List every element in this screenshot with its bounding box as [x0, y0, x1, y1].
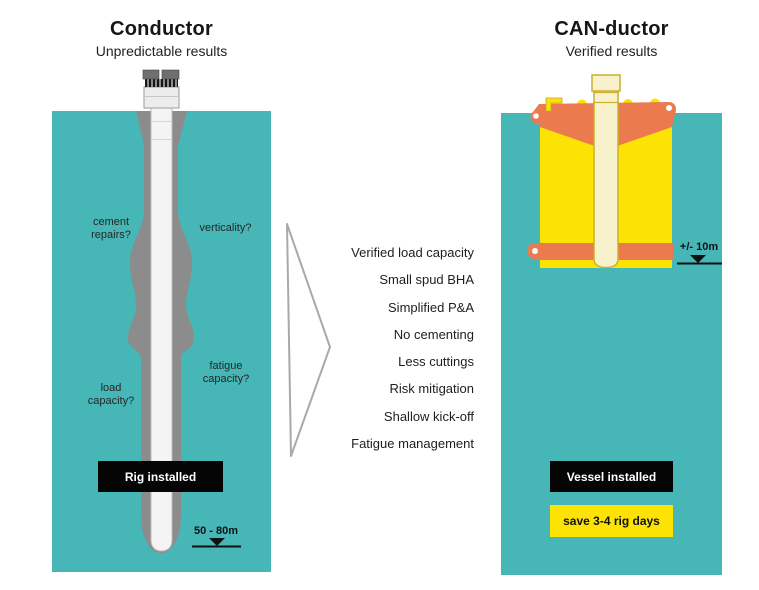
benefit-item: Fatigue management — [351, 436, 474, 452]
label-load-capacity: load capacity? — [87, 382, 135, 407]
conductor-pipe — [150, 87, 173, 552]
benefits-list: Verified load capacity Small spud BHA Si… — [274, 239, 474, 457]
label-cement-repairs: cement repairs? — [91, 216, 131, 241]
depth-marker-right — [677, 255, 722, 265]
benefit-item: Risk mitigation — [389, 381, 474, 397]
benefits-chevron — [286, 223, 331, 457]
conductor-subtitle: Unpredictable results — [95, 43, 228, 59]
benefit-item: Verified load capacity — [351, 245, 474, 260]
canductor-title: CAN-ductor — [554, 18, 669, 40]
benefit-item: Simplified P&A — [388, 299, 474, 315]
depth-label-left: 50 - 80m — [193, 525, 239, 537]
vessel-installed-badge: Vessel installed — [550, 461, 673, 492]
canductor-header: CAN-ductor Verified results — [501, 18, 722, 59]
label-fatigue-capacity: fatigue capacity? — [202, 360, 250, 385]
benefit-item: No cementing — [393, 326, 474, 342]
conductor-title: Conductor — [110, 18, 213, 40]
rig-installed-badge: Rig installed — [98, 461, 223, 492]
wellhead — [142, 69, 180, 109]
label-verticality: verticality? — [199, 222, 252, 234]
benefit-item: Shallow kick-off — [383, 408, 474, 424]
benefit-item: Small spud BHA — [379, 272, 474, 288]
can-structure — [527, 74, 676, 269]
depth-label-right: +/- 10m — [679, 241, 719, 253]
depth-marker-left — [192, 538, 241, 548]
benefit-item: Less cuttings — [398, 354, 474, 370]
save-rig-days-badge: save 3-4 rig days — [550, 505, 673, 537]
conductor-header: Conductor Unpredictable results — [52, 18, 271, 59]
canductor-subtitle: Verified results — [565, 43, 658, 59]
